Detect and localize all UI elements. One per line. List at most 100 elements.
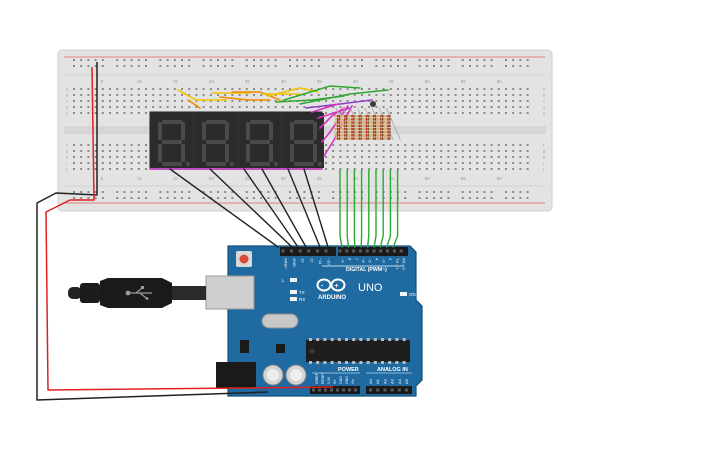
column-number: 20: [209, 176, 215, 181]
column-number: 30: [281, 176, 287, 181]
seven-segment-display[interactable]: [149, 111, 324, 170]
digital-pin-label: GND: [292, 258, 297, 267]
power-pin-label: 5V: [333, 379, 337, 384]
row-letter: c: [66, 99, 68, 104]
digital-pin-label: ~9: [341, 258, 346, 263]
row-letter: f: [66, 143, 68, 148]
uno-model-label: UNO: [358, 282, 383, 294]
digital-pin-label: RX←0: [402, 258, 407, 271]
analog-pin-label: A2: [382, 378, 387, 384]
digital-pin-label: 2: [388, 258, 393, 261]
column-number: 55: [461, 79, 467, 84]
digital-pin-label: ~10: [327, 258, 332, 266]
row-letter: i: [66, 161, 67, 166]
display-digit: [240, 113, 280, 168]
digital-pin-label: TX→1: [395, 258, 400, 270]
arduino-brand: ARDUINO: [318, 295, 346, 301]
arduino-to-breadboard-wires[interactable]: [169, 168, 399, 248]
row-letter: a: [66, 87, 69, 92]
dc-power-jack[interactable]: [216, 362, 256, 388]
row-letter: a: [543, 87, 546, 92]
row-letter: e: [543, 111, 546, 116]
power-pin-label: GND: [339, 376, 343, 384]
crystal-oscillator: [261, 313, 299, 329]
digital-pin-label: 4: [375, 258, 380, 261]
column-number: 25: [245, 176, 251, 181]
column-number: 10: [137, 176, 143, 181]
column-number: 25: [245, 79, 251, 84]
row-letter: f: [543, 143, 545, 148]
column-number: 20: [209, 79, 215, 84]
column-number: 60: [497, 79, 503, 84]
analog-in-label: ANALOG IN: [377, 367, 408, 373]
usb-icon: [125, 286, 152, 300]
power-header[interactable]: [310, 386, 360, 394]
row-letter: i: [543, 161, 544, 166]
column-number: 60: [497, 176, 503, 181]
row-letter: d: [66, 105, 68, 110]
svg-text:+: +: [335, 283, 339, 290]
on-led: [400, 292, 407, 296]
digital-pin-label: 7: [354, 258, 359, 261]
row-letter: h: [66, 155, 68, 160]
column-number: 10: [137, 79, 143, 84]
power-label: POWER: [338, 367, 359, 373]
row-letter: e: [66, 111, 69, 116]
svg-text:-: -: [321, 283, 324, 290]
on-led-label: ON: [409, 292, 416, 297]
arduino-infinity-logo: [316, 278, 346, 292]
rx-led-label: RX: [299, 297, 305, 302]
column-number: 35: [317, 79, 323, 84]
power-pin-label: RESET: [321, 371, 325, 384]
column-number: 50: [425, 176, 431, 181]
analog-pin-label: A5: [404, 378, 409, 384]
analog-pin-label: A1: [375, 378, 380, 384]
digital-pin-label: ~11: [318, 258, 323, 265]
breadboard-jumper-wires[interactable]: [177, 85, 389, 157]
analog-header[interactable]: [366, 386, 412, 394]
reset-button-cap[interactable]: [239, 254, 249, 264]
usb-cable[interactable]: [68, 278, 206, 308]
row-letter: j: [542, 167, 544, 172]
column-number: 40: [353, 176, 359, 181]
column-number: 5: [101, 79, 104, 84]
row-letter: b: [543, 93, 546, 98]
power-pin-label: Vin: [351, 379, 355, 384]
digital-pin-label: ~3: [381, 258, 386, 263]
column-number: 40: [353, 79, 359, 84]
tx-led: [290, 290, 297, 294]
column-number: 35: [317, 176, 323, 181]
column-number: 15: [173, 176, 179, 181]
digital-pin-label: ~5: [368, 258, 373, 263]
digital-pin-label: 8: [347, 258, 352, 261]
display-digit: [284, 113, 324, 168]
voltage-regulator: [240, 340, 249, 353]
row-letter: h: [543, 155, 545, 160]
analog-pin-label: A4: [397, 378, 402, 384]
row-letter: g: [543, 149, 545, 154]
digital-pin-label: 12: [309, 258, 314, 263]
column-number: 30: [281, 79, 287, 84]
display-digit: [196, 113, 236, 168]
digital-pin-label: ~6: [361, 258, 366, 263]
row-letter: d: [543, 105, 545, 110]
row-letter: c: [543, 99, 545, 104]
resistor-array[interactable]: [334, 107, 401, 141]
usb-b-connector[interactable]: [205, 275, 255, 310]
column-number: 15: [173, 79, 179, 84]
l-led: [290, 278, 297, 282]
digital-pin-label: 13: [301, 258, 306, 263]
row-letter: b: [66, 93, 69, 98]
column-number: 55: [461, 176, 467, 181]
analog-pin-label: A3: [390, 378, 395, 384]
power-wires[interactable]: [36, 62, 334, 401]
power-pin-label: 3.3V: [327, 376, 331, 384]
column-number: 5: [101, 176, 104, 181]
digital-pwm-label: DIGITAL (PWM~): [346, 267, 387, 273]
